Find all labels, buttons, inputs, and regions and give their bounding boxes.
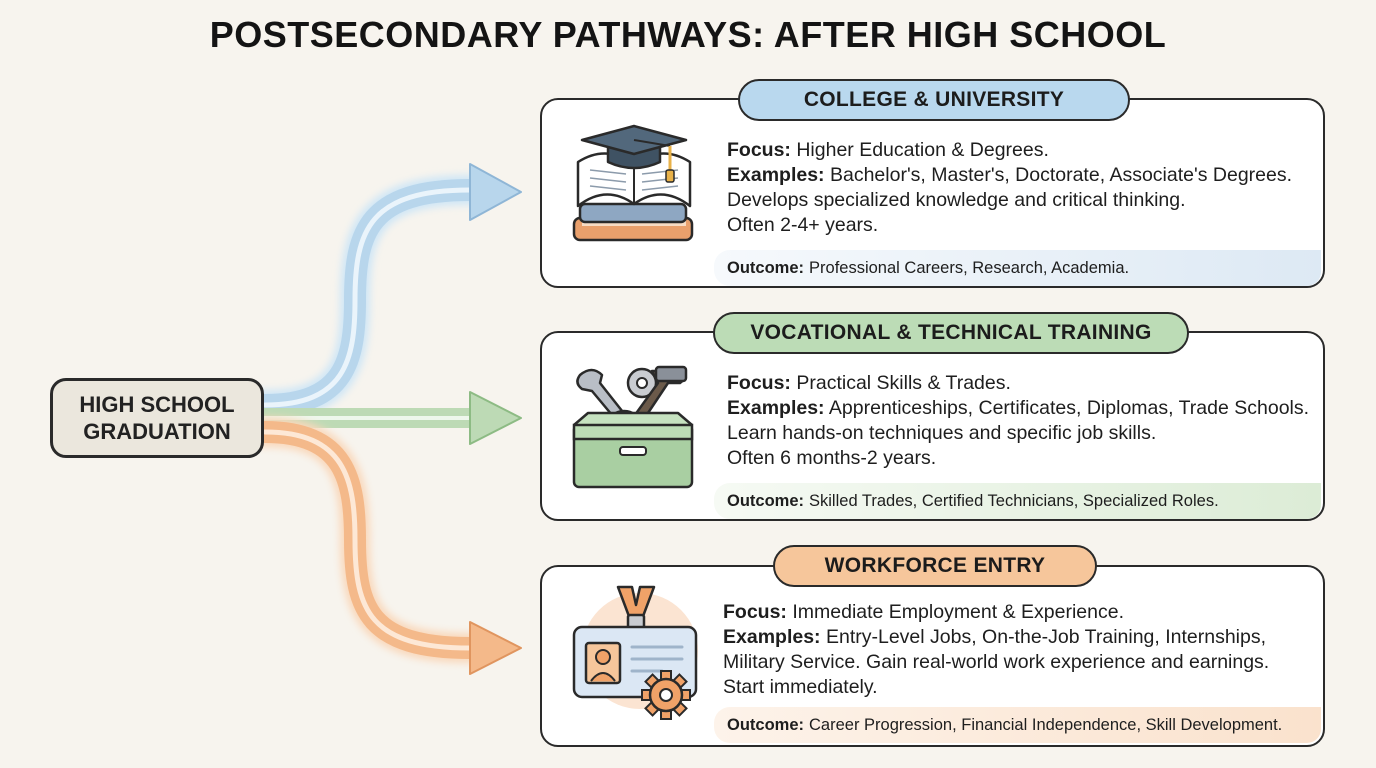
outcome-label: Outcome: <box>727 715 805 734</box>
focus-text: Immediate Employment & Experience. <box>792 601 1124 623</box>
workforce-entry-heading: WORKFORCE ENTRY <box>773 545 1097 587</box>
vocational-training-heading: VOCATIONAL & TECHNICAL TRAINING <box>713 312 1189 354</box>
vocational-outcome: Outcome: Skilled Trades, Certified Techn… <box>714 483 1321 519</box>
college-outcome: Outcome: Professional Careers, Research,… <box>714 250 1321 286</box>
start-line-2: GRADUATION <box>83 419 231 444</box>
focus-line: Focus: Higher Education & Degrees. <box>727 138 1292 163</box>
toolbox-icon <box>570 363 700 498</box>
detail-line: Learn hands-on techniques and specific j… <box>727 422 1157 444</box>
arrow-to-college <box>250 163 522 420</box>
examples-line: Examples: Bachelor's, Master's, Doctorat… <box>727 163 1292 188</box>
outcome-label: Outcome: <box>727 491 805 510</box>
examples-text: Apprenticeships, Certificates, Diplomas,… <box>828 397 1310 419</box>
vocational-description: Focus: Practical Skills & Trades. Exampl… <box>727 371 1309 471</box>
focus-line: Focus: Practical Skills & Trades. <box>727 371 1309 396</box>
examples-line: Examples: Entry-Level Jobs, On-the-Job T… <box>723 625 1269 650</box>
focus-label: Focus: <box>727 372 791 394</box>
outcome-text: Professional Careers, Research, Academia… <box>809 258 1130 277</box>
focus-label: Focus: <box>727 139 791 161</box>
start-line-1: HIGH SCHOOL <box>79 392 235 417</box>
focus-text: Higher Education & Degrees. <box>796 139 1049 161</box>
workforce-description: Focus: Immediate Employment & Experience… <box>723 600 1269 700</box>
examples-label: Examples: <box>727 164 825 186</box>
arrow-to-workforce <box>250 417 522 675</box>
outcome-text: Skilled Trades, Certified Technicians, S… <box>809 491 1219 510</box>
graduation-cap-books-icon <box>570 122 700 257</box>
duration-line: Often 6 months-2 years. <box>727 447 937 469</box>
duration-line: Often 2-4+ years. <box>727 214 879 236</box>
examples-label: Examples: <box>727 397 825 419</box>
high-school-graduation-node: HIGH SCHOOL GRADUATION <box>50 378 264 458</box>
examples-label: Examples: <box>723 626 821 648</box>
focus-label: Focus: <box>723 601 787 623</box>
focus-line: Focus: Immediate Employment & Experience… <box>723 600 1269 625</box>
workforce-outcome: Outcome: Career Progression, Financial I… <box>714 707 1321 743</box>
focus-text: Practical Skills & Trades. <box>796 372 1011 394</box>
vocational-training-card: Focus: Practical Skills & Trades. Exampl… <box>540 331 1325 521</box>
page-title: POSTSECONDARY PATHWAYS: AFTER HIGH SCHOO… <box>209 14 1167 55</box>
id-badge-gear-icon <box>570 583 700 728</box>
outcome-text: Career Progression, Financial Independen… <box>809 715 1283 734</box>
examples-text: Entry-Level Jobs, On-the-Job Training, I… <box>825 626 1267 648</box>
outcome-label: Outcome: <box>727 258 805 277</box>
college-university-heading: COLLEGE & UNIVERSITY <box>738 79 1130 121</box>
detail-line: Develops specialized knowledge and criti… <box>727 189 1186 211</box>
detail-line: Military Service. Gain real-world work e… <box>723 651 1270 673</box>
workforce-entry-card: Focus: Immediate Employment & Experience… <box>540 565 1325 747</box>
duration-line: Start immediately. <box>723 676 878 698</box>
examples-line: Examples: Apprenticeships, Certificates,… <box>727 396 1309 421</box>
arrow-to-vocational <box>250 391 522 445</box>
college-description: Focus: Higher Education & Degrees. Examp… <box>727 138 1292 238</box>
examples-text: Bachelor's, Master's, Doctorate, Associa… <box>829 164 1293 186</box>
college-university-card: Focus: Higher Education & Degrees. Examp… <box>540 98 1325 288</box>
